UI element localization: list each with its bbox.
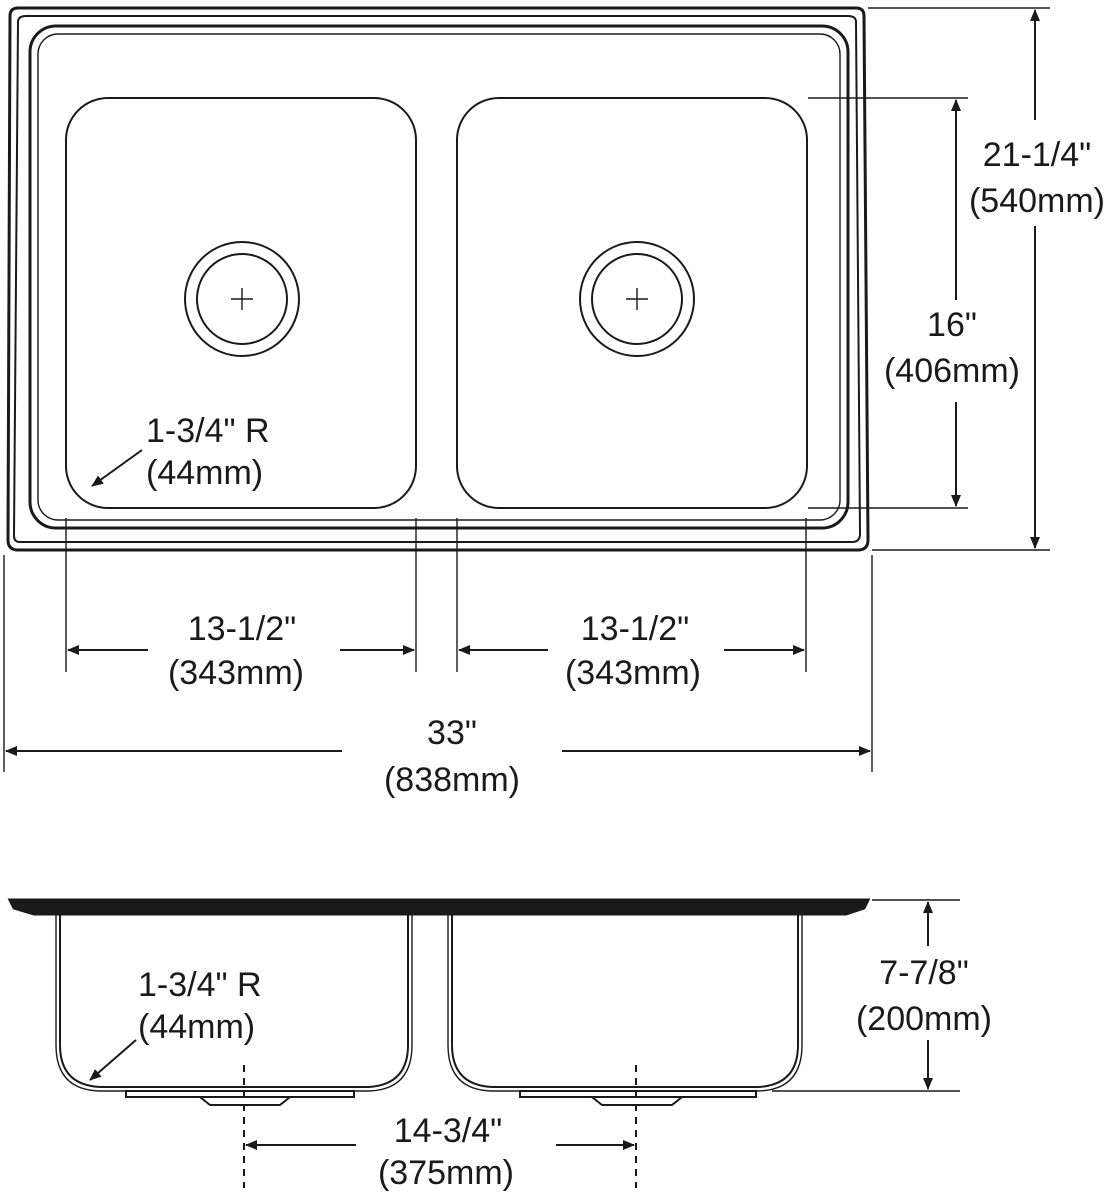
left-drain-center-mark [231, 288, 253, 310]
right-bowl-width-mm: (343mm) [565, 654, 701, 692]
sink-outer-rim [6, 6, 870, 552]
side-right-bowl [451, 914, 799, 1088]
bowl-depth-mm: (200mm) [856, 1000, 992, 1038]
right-drain-center-mark [626, 288, 648, 310]
extension-lines [3, 7, 1050, 772]
drain-spacing-inches: 14-3/4" [394, 1112, 502, 1150]
overall-depth-mm: (540mm) [969, 182, 1104, 220]
side-view: 1-3/4" R (44mm) 7-7/8" (200mm) 14-3/4" (… [7, 898, 992, 1192]
sink-deck-recess-inner [37, 33, 841, 521]
sink-deck-recess [28, 24, 850, 530]
right-drain-inner [591, 253, 683, 345]
side-rim-flange [7, 898, 871, 916]
left-bowl-width-mm: (343mm) [168, 654, 304, 692]
sink-rim-inner-line [12, 15, 862, 543]
side-right-drain [519, 1090, 757, 1106]
corner-radius-mm-side: (44mm) [138, 1008, 255, 1046]
right-bowl-width-inches: 13-1/2" [581, 610, 689, 648]
overall-width-mm: (838mm) [384, 761, 520, 799]
side-left-bowl [59, 914, 409, 1088]
radius-leader-side [89, 1039, 137, 1081]
left-drain-inner [196, 253, 288, 345]
corner-radius-mm-top: (44mm) [146, 454, 263, 492]
radius-leader-top [91, 449, 143, 487]
corner-radius-inches-top: 1-3/4" R [146, 412, 270, 450]
left-bowl [65, 97, 417, 509]
overall-width-inches: 33" [427, 714, 477, 752]
side-left-drain [125, 1090, 355, 1106]
top-view: 21-1/4" (540mm) 16" (406mm) 1-3/4" R (44… [4, 8, 1104, 799]
left-bowl-width-inches: 13-1/2" [188, 610, 296, 648]
bowl-depth-inches: 7-7/8" [879, 954, 969, 992]
side-right-bowl-inner [447, 914, 803, 1092]
overall-depth-inches: 21-1/4" [983, 136, 1091, 174]
right-drain-outer [579, 241, 695, 357]
left-drain-outer [184, 241, 300, 357]
right-bowl [456, 97, 808, 509]
drain-spacing-mm: (375mm) [378, 1154, 514, 1192]
bowl-length-mm: (406mm) [884, 352, 1020, 390]
bowl-length-inches: 16" [927, 306, 977, 344]
corner-radius-inches-side: 1-3/4" R [138, 966, 262, 1004]
